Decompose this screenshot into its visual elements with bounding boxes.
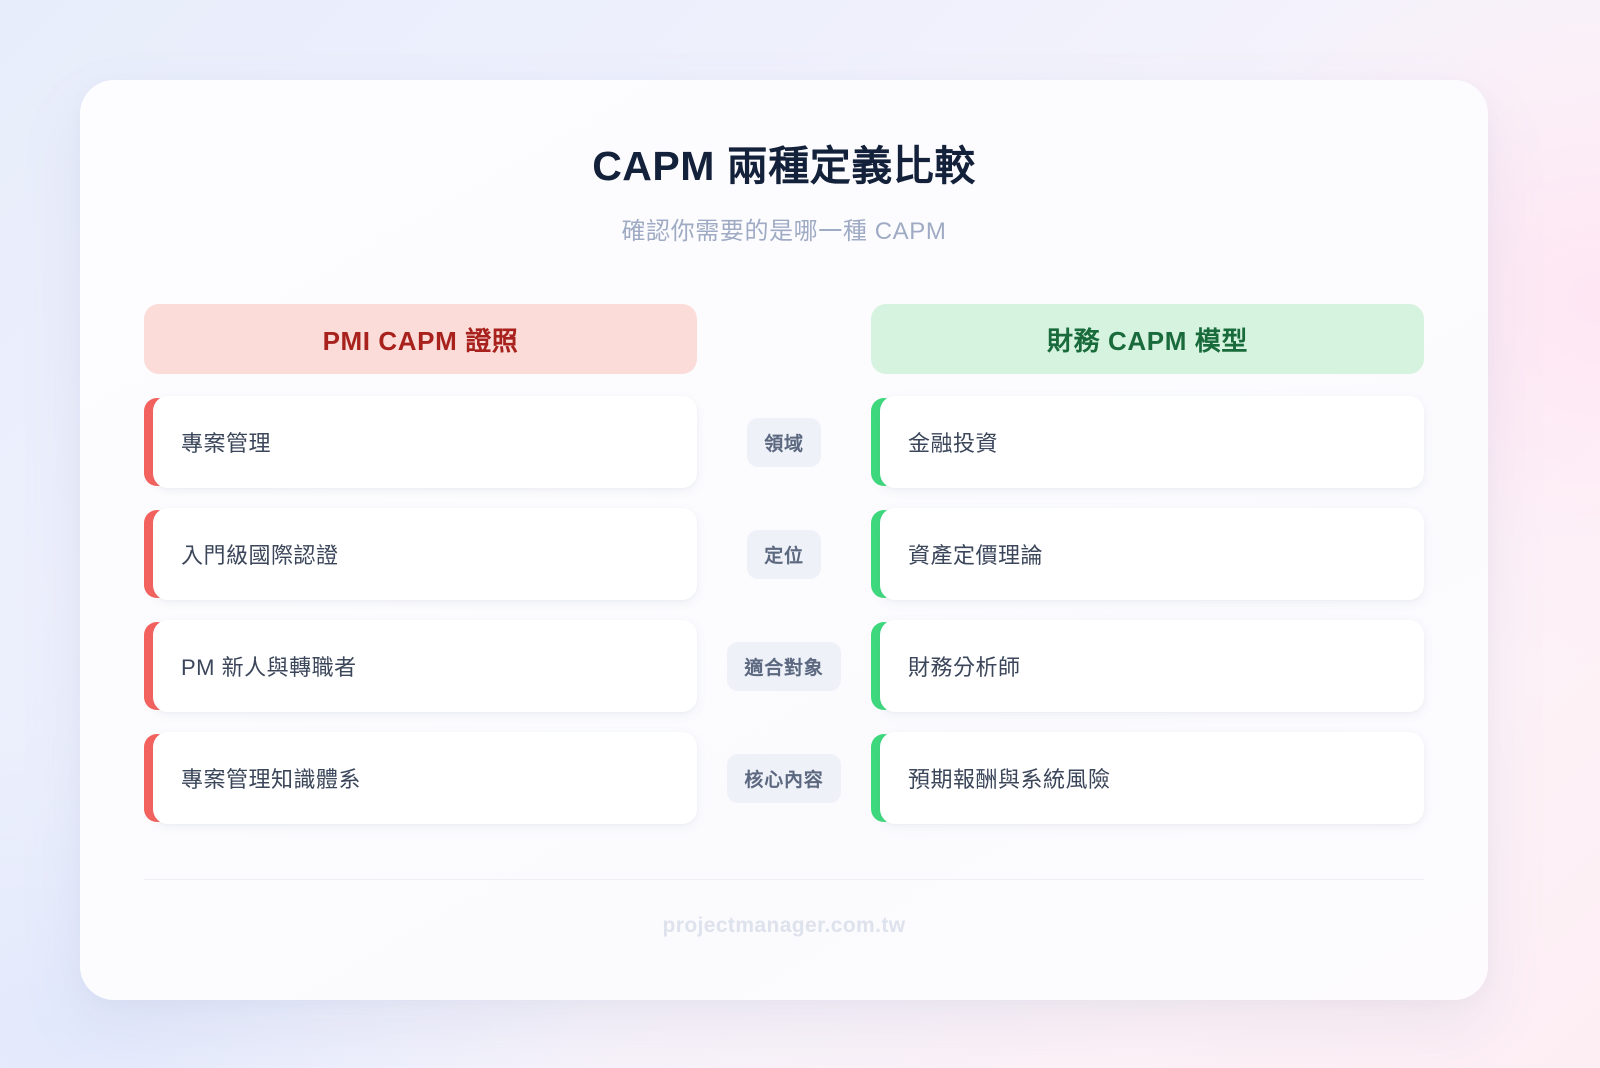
left-cell-card-3: PM 新人與轉職者	[153, 620, 697, 712]
card-header: CAPM 兩種定義比較 確認你需要的是哪一種 CAPM	[80, 80, 1488, 246]
column-header-row: PMI CAPM 證照 財務 CAPM 模型	[144, 304, 1424, 374]
left-cell-card-1: 專案管理	[153, 396, 697, 488]
row-label-slot-3: 適合對象	[697, 641, 871, 691]
right-cell-card-1: 金融投資	[880, 396, 1424, 488]
right-cell-card-4: 預期報酬與系統風險	[880, 732, 1424, 824]
right-cell-2: 資產定價理論	[871, 508, 1424, 600]
row-label-3: 適合對象	[727, 641, 841, 691]
left-cell-card-2: 入門級國際認證	[153, 508, 697, 600]
right-cell-card-3: 財務分析師	[880, 620, 1424, 712]
table-row: PM 新人與轉職者 適合對象 財務分析師	[144, 620, 1424, 712]
footer-site-label: projectmanager.com.tw	[662, 914, 906, 937]
comparison-card: CAPM 兩種定義比較 確認你需要的是哪一種 CAPM PMI CAPM 證照 …	[80, 80, 1488, 1000]
row-label-slot-1: 領域	[697, 417, 871, 467]
comparison-grid: PMI CAPM 證照 財務 CAPM 模型 專案管理 領域	[144, 304, 1424, 824]
left-cell-1: 專案管理	[144, 396, 697, 488]
page-subtitle: 確認你需要的是哪一種 CAPM	[621, 218, 947, 246]
left-cell-2: 入門級國際認證	[144, 508, 697, 600]
row-label-slot-4: 核心內容	[697, 753, 871, 803]
row-label-2: 定位	[747, 529, 821, 579]
row-label-1: 領域	[747, 417, 821, 467]
comparison-rows: 專案管理 領域 金融投資	[144, 396, 1424, 824]
left-cell-text-2: 入門級國際認證	[181, 543, 339, 568]
column-header-pmi-capm: PMI CAPM 證照	[144, 304, 697, 374]
right-cell-card-2: 資產定價理論	[880, 508, 1424, 600]
column-header-finance-capm: 財務 CAPM 模型	[871, 304, 1424, 374]
right-cell-text-3: 財務分析師	[908, 655, 1021, 680]
column-header-spacer	[697, 304, 871, 374]
row-label-slot-2: 定位	[697, 529, 871, 579]
footer-divider	[144, 879, 1424, 880]
left-cell-text-1: 專案管理	[181, 431, 272, 456]
right-cell-text-2: 資產定價理論	[908, 543, 1044, 568]
left-cell-text-4: 專案管理知識體系	[181, 767, 362, 792]
page-title: CAPM 兩種定義比較	[592, 143, 976, 189]
table-row: 專案管理 領域 金融投資	[144, 396, 1424, 488]
right-cell-3: 財務分析師	[871, 620, 1424, 712]
right-cell-text-4: 預期報酬與系統風險	[908, 767, 1111, 792]
table-row: 入門級國際認證 定位 資產定價理論	[144, 508, 1424, 600]
right-cell-1: 金融投資	[871, 396, 1424, 488]
right-cell-4: 預期報酬與系統風險	[871, 732, 1424, 824]
left-cell-4: 專案管理知識體系	[144, 732, 697, 824]
left-cell-3: PM 新人與轉職者	[144, 620, 697, 712]
left-cell-card-4: 專案管理知識體系	[153, 732, 697, 824]
left-cell-text-3: PM 新人與轉職者	[181, 655, 357, 680]
right-cell-text-1: 金融投資	[908, 431, 999, 456]
row-label-4: 核心內容	[727, 753, 841, 803]
column-header-right-label: 財務 CAPM 模型	[1046, 325, 1248, 356]
table-row: 專案管理知識體系 核心內容 預期報酬與系統風險	[144, 732, 1424, 824]
column-header-left-label: PMI CAPM 證照	[322, 325, 519, 356]
